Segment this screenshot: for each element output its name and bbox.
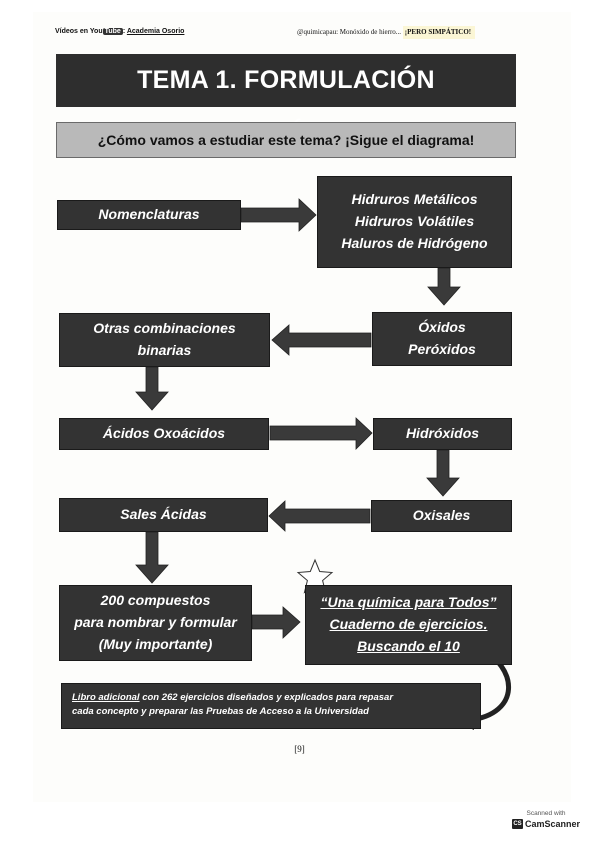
arrow-right-3: [251, 606, 301, 639]
arrow-down-4: [135, 531, 169, 584]
label-cuaderno: Cuaderno de ejercicios.: [329, 616, 488, 633]
libro-text-2: cada concepto y preparar las Pruebas de …: [72, 706, 369, 718]
youtube-badge: Tube: [102, 28, 123, 35]
cs-mark: CS: [511, 819, 523, 829]
box-oxisales: Oxisales: [371, 500, 512, 532]
label-hidruros-metalicos: Hidruros Metálicos: [351, 191, 478, 208]
label-hidruros-volatiles: Hidruros Volátiles: [354, 213, 475, 230]
arrow-down-2: [135, 366, 169, 411]
page-number: [9]: [294, 744, 305, 754]
box-hidroxidos: Hidróxidos: [373, 418, 512, 450]
box-sales-acidas: Sales Ácidas: [59, 498, 268, 532]
arrow-down-1: [427, 267, 461, 306]
box-oxidos: Óxidos Peróxidos: [372, 312, 512, 366]
channel-link[interactable]: Academia Osorio: [126, 28, 185, 35]
box-quimica-para-todos: “Una química para Todos” Cuaderno de eje…: [305, 585, 512, 665]
label-haluros: Haluros de Hidrógeno: [341, 234, 488, 251]
header-right: @quimicapau: Monóxido de hierro... ¡PERO…: [297, 26, 476, 39]
arrow-left-1: [271, 324, 372, 356]
label-oxisales: Oxisales: [412, 507, 471, 524]
header-quote: @quimicapau: Monóxido de hierro...: [297, 28, 402, 36]
label-compuestos-3: (Muy importante): [98, 635, 213, 652]
label-hidroxidos: Hidróxidos: [405, 425, 480, 442]
arrow-right-1: [240, 198, 317, 232]
label-acidos: Ácidos Oxoácidos: [102, 425, 226, 442]
label-otras-1: Otras combinaciones: [93, 320, 236, 337]
header-separator: :: [122, 28, 126, 35]
arrow-left-2: [268, 500, 371, 532]
camscanner-logo-icon: CS CamScanner: [503, 819, 589, 829]
box-acidos-oxoacidos: Ácidos Oxoácidos: [59, 418, 269, 450]
camscanner-watermark: Scanned with CS CamScanner: [503, 810, 589, 840]
arrow-right-2: [269, 417, 373, 450]
subtitle-banner: ¿Cómo vamos a estudiar este tema? ¡Sigue…: [56, 122, 516, 158]
header-highlight: ¡PERO SIMPÁTICO!: [402, 26, 476, 39]
label-nomenclaturas: Nomenclaturas: [98, 206, 200, 223]
box-200-compuestos: 200 compuestos para nombrar y formular (…: [59, 585, 252, 661]
label-oxidos: Óxidos: [418, 319, 466, 336]
libro-text-1: con 262 ejercicios diseñados y explicado…: [139, 692, 394, 703]
label-compuestos-2: para nombrar y formular: [74, 614, 237, 631]
box-otras-combinaciones: Otras combinaciones binarias: [59, 313, 270, 367]
header-prefix: Vídeos en: [55, 28, 89, 35]
box-nomenclaturas: Nomenclaturas: [57, 200, 241, 230]
label-sales: Sales Ácidas: [120, 506, 207, 523]
label-quimica-para-todos: “Una química para Todos”: [320, 594, 497, 611]
scanned-with-text: Scanned with: [526, 810, 566, 817]
arrow-down-3: [426, 449, 460, 497]
libro-adicional-banner: Libro adicional con 262 ejercicios diseñ…: [61, 683, 481, 729]
libro-adicional-link[interactable]: Libro adicional: [72, 692, 140, 703]
label-peroxidos: Peróxidos: [408, 341, 476, 357]
libro-line-1: Libro adicional con 262 ejercicios diseñ…: [72, 691, 470, 705]
camscanner-brand: CamScanner: [524, 819, 581, 829]
label-otras-2: binarias: [137, 342, 192, 358]
label-compuestos-1: 200 compuestos: [100, 592, 211, 609]
label-buscando: Buscando el 10: [357, 637, 460, 654]
box-hidruros: Hidruros Metálicos Hidruros Volátiles Ha…: [317, 176, 512, 268]
